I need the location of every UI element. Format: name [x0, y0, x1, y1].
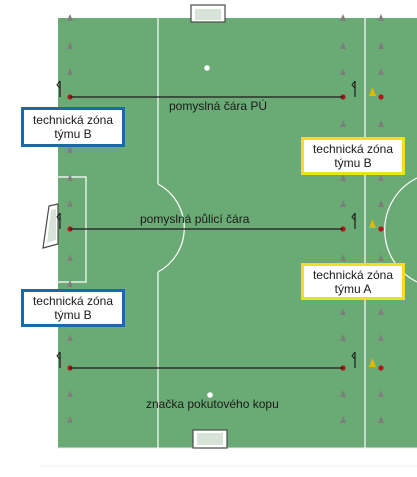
technical-zone-right-top: technická zóna týmu B: [301, 137, 405, 175]
flag-post-icon: [351, 212, 356, 229]
flag-posts: [56, 80, 356, 368]
penalty-spot: [207, 392, 213, 398]
zone-line2: týmu B: [334, 156, 372, 170]
cone-icon: [340, 308, 346, 315]
corner-flag-icon: [369, 87, 376, 96]
cone-icon: [67, 254, 73, 261]
zone-line1: technická zóna: [32, 113, 114, 127]
zone-line2: týmu A: [334, 281, 372, 296]
cone-icon: [378, 14, 384, 21]
zone-line1: technická zóna: [32, 294, 114, 308]
goal-icon: [192, 429, 228, 449]
cone-icon: [378, 416, 384, 423]
flag-post-icon: [56, 212, 61, 229]
technical-zone-left-bottom: technická zóna týmu B: [21, 289, 125, 327]
cone-icon: [67, 416, 73, 423]
cone-icon: [67, 200, 73, 207]
cone-icon: [340, 68, 346, 75]
cone-icon: [340, 42, 346, 49]
corner-flag-icon: [369, 358, 376, 367]
cone-icon: [340, 200, 346, 207]
cone-icon: [67, 42, 73, 49]
cone-icon: [67, 174, 73, 181]
marker-dot: [378, 365, 384, 371]
cone-icon: [378, 42, 384, 49]
goal-icon: [190, 4, 226, 23]
cone-icon: [67, 334, 73, 341]
corner-flag-icon: [369, 219, 376, 228]
cone-icon: [378, 174, 384, 181]
cone-icon: [67, 390, 73, 397]
cone-icon: [378, 308, 384, 315]
flag-post-icon: [351, 351, 356, 368]
corner-flags: [369, 87, 376, 367]
penalty-line-label: pomyslná čára PÚ: [169, 99, 268, 113]
cone-icon: [340, 390, 346, 397]
cone-icon: [378, 390, 384, 397]
cone-icon: [340, 120, 346, 127]
cone-icon: [378, 68, 384, 75]
cone-icon: [340, 14, 346, 21]
marker-dot: [378, 226, 384, 232]
flag-post-icon: [351, 80, 356, 97]
flag-post-icon: [56, 80, 61, 97]
center-spot: [204, 65, 210, 71]
cone-icon: [340, 416, 346, 423]
goal-icon: [42, 203, 59, 249]
pitch-grass: [58, 18, 417, 448]
cone-icon: [340, 174, 346, 181]
penalty-arc: [157, 183, 185, 273]
cone-icon: [67, 14, 73, 21]
technical-zone-right-bottom: technická zóna týmu A: [301, 263, 405, 300]
cone-icon: [378, 254, 384, 261]
halfway-line-label: pomyslná půlicí čára: [140, 212, 250, 226]
cone-icon: [340, 254, 346, 261]
cone-icon: [378, 334, 384, 341]
flag-post-icon: [56, 351, 61, 368]
zone-line2: týmu B: [54, 127, 92, 141]
cone-icon: [67, 280, 73, 287]
cone-icon: [67, 68, 73, 75]
marker-dot: [378, 94, 384, 100]
cone-icon: [67, 146, 73, 153]
cone-icon: [378, 200, 384, 207]
zone-line1: technická zóna: [312, 142, 394, 156]
penalty-spot-label: značka pokutového kopu: [146, 397, 279, 411]
cone-icon: [378, 120, 384, 127]
zone-line1: technická zóna: [312, 267, 394, 282]
field-markings: [58, 18, 417, 448]
technical-zone-left-top: technická zóna týmu B: [21, 107, 125, 147]
marker-lines: [70, 96, 343, 369]
cone-icon: [340, 334, 346, 341]
zone-line2: týmu B: [54, 308, 92, 322]
